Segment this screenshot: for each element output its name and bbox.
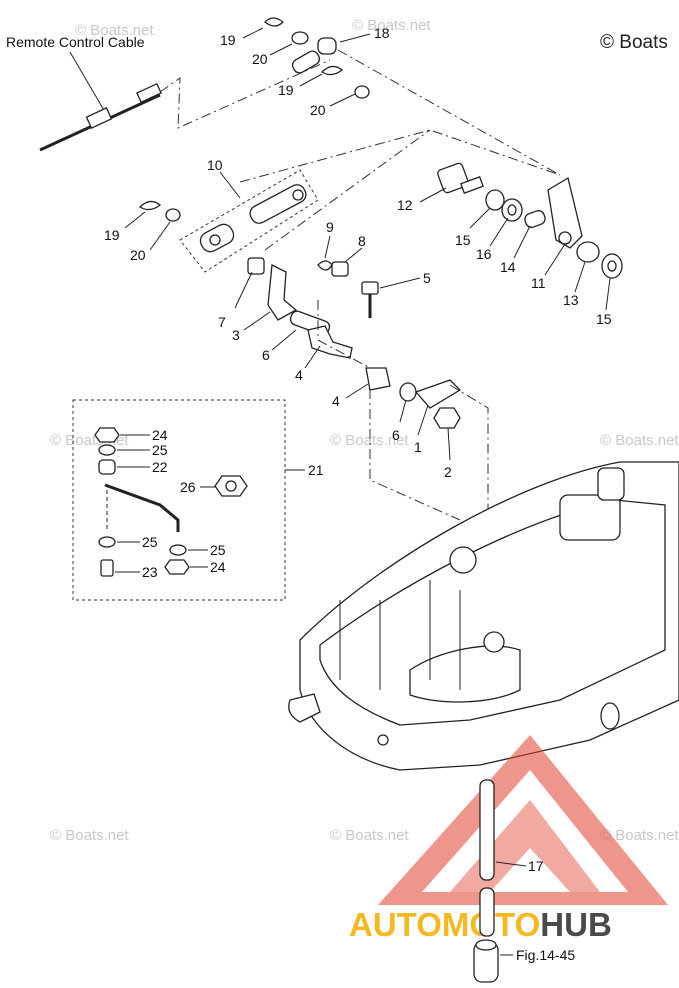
watermark-text: © Boats.net (330, 827, 409, 844)
callout-15: 15 (455, 232, 471, 248)
callout-24: 24 (210, 559, 226, 575)
watermark-text: © Boats.net (600, 827, 679, 844)
remote-control-cable: Remote Control Cable (6, 34, 331, 152)
callout-16: 16 (476, 246, 492, 262)
callout-2: 2 (444, 464, 452, 480)
middle-linkage-group: 7 3 6 4 9 8 5 4 6 1 2 (218, 129, 489, 740)
part-21-kit: 21 24 25 22 25 23 25 24 (72, 399, 324, 601)
bottom-cowling (288, 461, 679, 771)
callout-20: 20 (130, 247, 146, 263)
watermark-corner-text: © Boats (600, 32, 668, 53)
watermark-text: © Boats.net (75, 22, 154, 39)
callout-9: 9 (326, 219, 334, 235)
callout-5: 5 (423, 270, 431, 286)
callout-4: 4 (295, 367, 303, 383)
callout-19: 19 (220, 32, 236, 48)
callout-22: 22 (152, 459, 168, 475)
callout-23: 23 (142, 564, 158, 580)
callout-25: 25 (152, 442, 168, 458)
top-linkage-parts: 19 20 18 19 20 (220, 17, 561, 176)
callout-12: 12 (397, 197, 413, 213)
callout-8: 8 (358, 233, 366, 249)
callout-20: 20 (310, 102, 326, 118)
watermark-text: © Boats.net (330, 432, 409, 449)
callout-17: 17 (528, 858, 544, 874)
callout-20: 20 (252, 51, 268, 67)
watermark-text: © Boats.net (50, 827, 129, 844)
callout-6: 6 (392, 427, 400, 443)
callout-24: 24 (152, 427, 168, 443)
watermarks: © Boats.net © Boats.net © Boats.net © Bo… (50, 17, 679, 844)
callout-15: 15 (596, 311, 612, 327)
part-26: 26 (180, 475, 248, 497)
callout-25: 25 (210, 542, 226, 558)
callout-25: 25 (142, 534, 158, 550)
logo-automoto: AUTOMOTOHUB (349, 906, 612, 943)
callout-11: 11 (531, 275, 546, 291)
callout-19: 19 (278, 82, 294, 98)
watermark-text: © Boats.net (352, 17, 431, 34)
remote-cable-label: Remote Control Cable (6, 34, 145, 50)
callout-18: 18 (374, 25, 390, 41)
callout-7: 7 (218, 314, 226, 330)
callout-13: 13 (563, 292, 579, 308)
callout-14: 14 (500, 259, 516, 275)
callout-26: 26 (180, 479, 196, 495)
part-10-assembly: 10 19 20 (104, 129, 561, 273)
watermark-text: © Boats.net (600, 432, 679, 449)
shift-rod-17: 17 Fig.14-45 (473, 779, 575, 983)
callout-21: 21 (308, 462, 324, 478)
shift-lever-group: 12 15 16 14 11 13 15 (397, 162, 623, 327)
callout-10: 10 (207, 157, 223, 173)
callout-4: 4 (332, 393, 340, 409)
callout-19: 19 (104, 227, 120, 243)
callout-6: 6 (262, 347, 270, 363)
callout-1: 1 (414, 439, 422, 455)
callout-3: 3 (232, 327, 240, 343)
fig-ref-label: Fig.14-45 (516, 947, 575, 963)
